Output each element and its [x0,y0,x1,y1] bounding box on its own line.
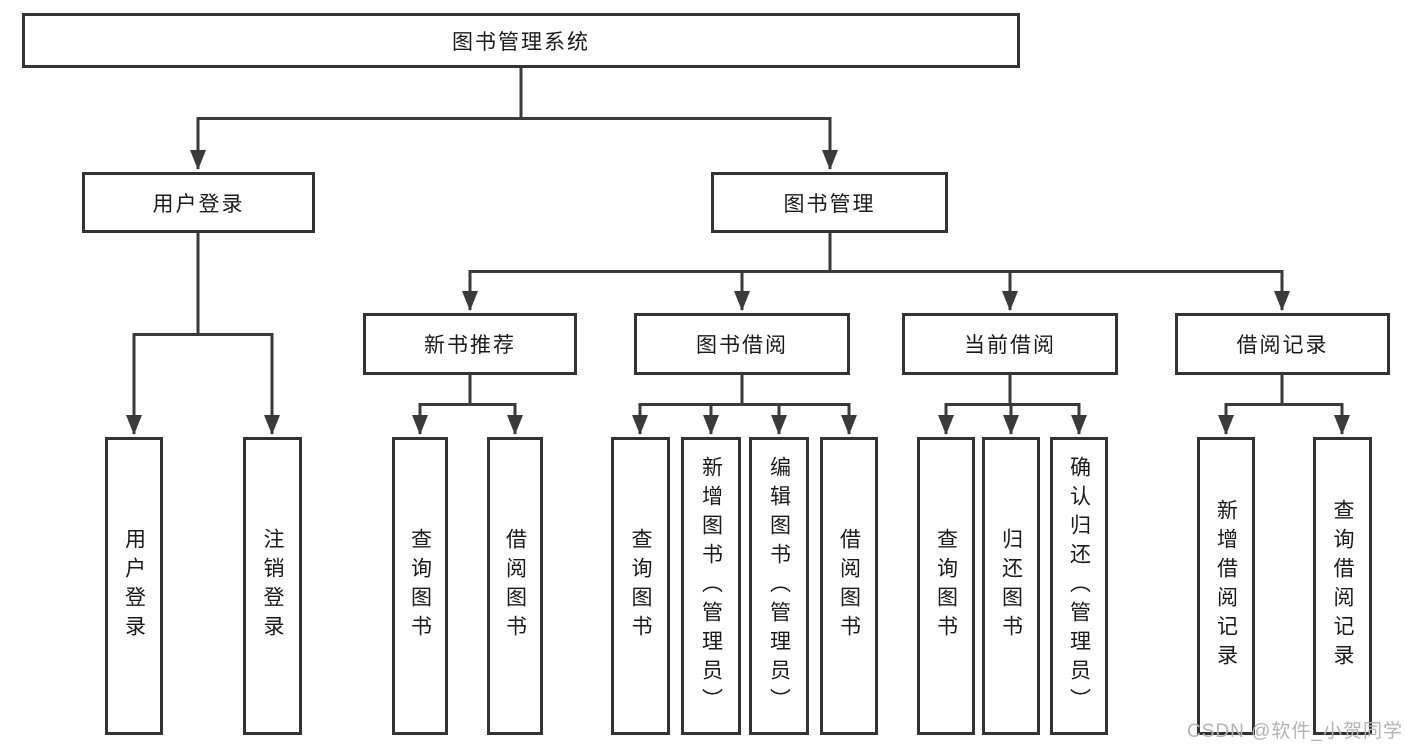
leaf-new-books-query-label: 查询图书 [408,528,432,644]
leaf-borrow-add-admin-label: 新增图书（管理员） [699,455,723,717]
node-new-books-label: 新书推荐 [424,334,516,357]
leaf-borrow-add-admin: 新增图书（管理员） [681,437,741,735]
connector-book-mgmt-to-level3 [462,233,1290,311]
node-root-system-label: 图书管理系统 [452,30,590,54]
connector-user-login-to-leaves [126,233,280,435]
leaf-records-query-label: 查询借阅记录 [1331,499,1354,673]
leaf-new-books-borrow-label: 借阅图书 [503,528,527,644]
node-book-mgmt: 图书管理 [711,172,948,233]
node-current-borrow: 当前借阅 [902,313,1118,375]
leaf-records-add: 新增借阅记录 [1197,437,1255,735]
node-borrow-records-label: 借阅记录 [1236,334,1329,357]
leaf-borrow-edit-admin-label: 编辑图书（管理员） [767,455,791,717]
leaf-current-query: 查询图书 [917,437,975,735]
leaf-current-return: 归还图书 [982,437,1040,735]
connector-borrow-records-to-leaves [1218,375,1350,435]
connector-root-to-level2 [190,68,838,170]
csdn-watermark: CSDN @软件_小贺同学 [1187,721,1403,742]
leaf-user-login-label: 用户登录 [122,528,146,644]
connector-book-borrow-to-leaves [632,375,857,435]
leaf-current-confirm-admin: 确认归还（管理员） [1050,437,1108,735]
leaf-borrow-query-label: 查询图书 [629,528,652,644]
node-root-system: 图书管理系统 [22,13,1020,68]
leaf-logout-label: 注销登录 [261,528,284,644]
leaf-new-books-query: 查询图书 [392,437,448,735]
leaf-borrow-edit-admin: 编辑图书（管理员） [749,437,809,735]
node-borrow-records: 借阅记录 [1175,313,1390,375]
node-current-borrow-label: 当前借阅 [964,334,1056,357]
connector-current-borrow-to-leaves [938,375,1087,435]
node-user-login-label: 用户登录 [152,192,245,216]
node-book-mgmt-label: 图书管理 [783,192,876,216]
leaf-records-add-label: 新增借阅记录 [1214,499,1238,673]
leaf-current-return-label: 归还图书 [999,528,1023,644]
leaf-records-query: 查询借阅记录 [1313,437,1372,735]
node-book-borrow-label: 图书借阅 [696,334,788,357]
leaf-current-query-label: 查询图书 [934,528,958,644]
leaf-borrow-borrow-label: 借阅图书 [837,528,861,644]
node-book-borrow: 图书借阅 [634,313,850,375]
node-new-books: 新书推荐 [363,313,577,375]
leaf-current-confirm-admin-label: 确认归还（管理员） [1067,455,1091,717]
leaf-borrow-borrow: 借阅图书 [820,437,878,735]
leaf-logout: 注销登录 [243,437,302,735]
leaf-user-login: 用户登录 [105,437,163,735]
node-user-login: 用户登录 [82,172,315,233]
connector-new-books-to-leaves [412,375,523,435]
leaf-borrow-query: 查询图书 [611,437,670,735]
leaf-new-books-borrow: 借阅图书 [487,437,543,735]
